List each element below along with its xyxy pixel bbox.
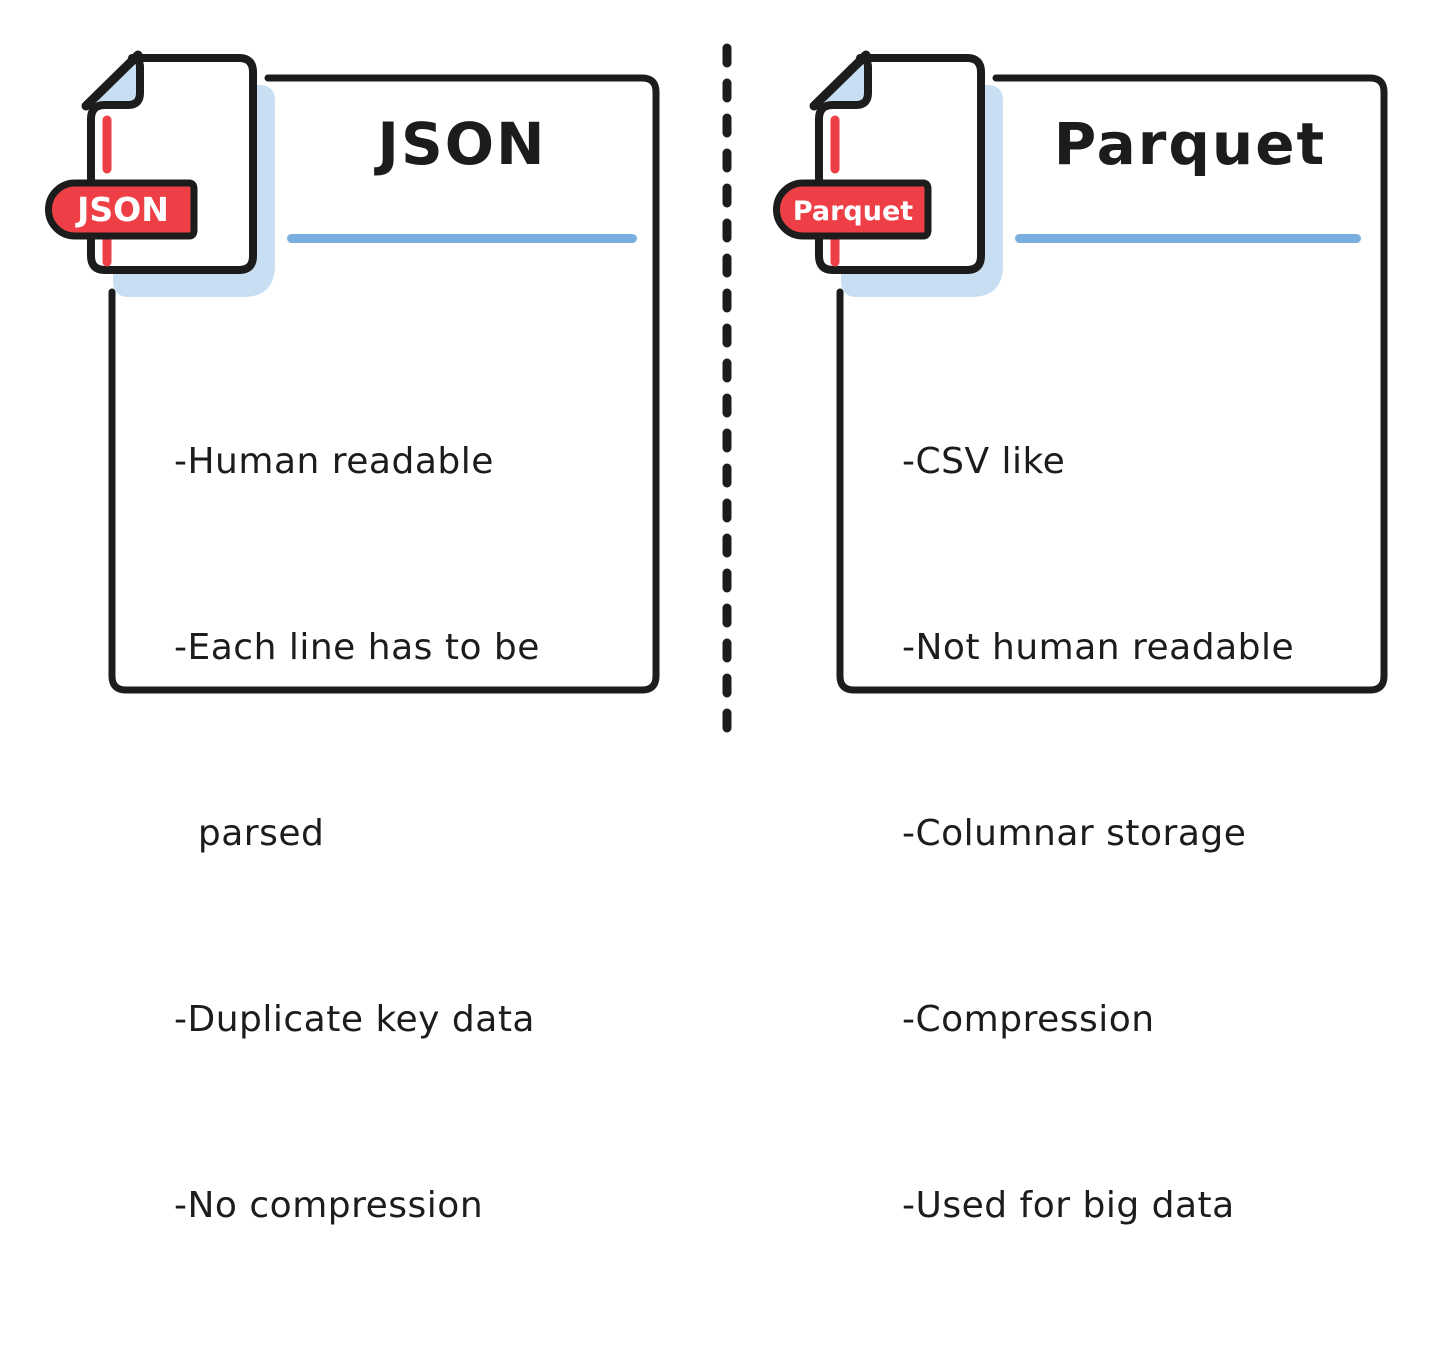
card-border [108,74,660,694]
feature-line: -Not human readable [902,627,1295,668]
feature-line: -Columnar storage [902,813,1247,854]
fold-crease-icon [81,50,143,111]
feature-list: -Human readable -Each line has to be par… [174,307,674,1361]
file-type-badge [45,179,198,240]
feature-list: -CSV like -Not human readable -Columnar … [902,307,1402,1361]
feature-line: -Human readable [174,441,494,482]
diagram-canvas: JSON JSON -Human readable -Each line has… [0,0,1456,1226]
fold-crease-icon [809,50,871,111]
title-underline [287,234,637,243]
file-type-badge [773,179,932,240]
feature-line: -Used for big data [902,1185,1235,1226]
card-border [836,74,1388,694]
badge-label: JSON [75,190,169,229]
feature-line: -Compression [902,999,1155,1040]
file-icon-parquet: Parquet [773,50,1388,694]
feature-line: parsed [174,813,325,854]
card-title: JSON [377,110,547,178]
file-icon-json: JSON [45,50,660,694]
panel-json: JSON JSON -Human readable -Each line has… [0,0,728,1226]
panel-parquet: Parquet Parquet -CSV like -Not human rea… [728,0,1456,1226]
feature-line: -CSV like [902,441,1066,482]
feature-line: -No compression [174,1185,484,1226]
feature-line: -Duplicate key data [174,999,535,1040]
title-underline [1015,234,1361,243]
card-title: Parquet [1053,110,1327,178]
divider-dashed-line [722,43,732,735]
badge-label: Parquet [793,196,913,227]
feature-line: -Each line has to be [174,627,540,668]
